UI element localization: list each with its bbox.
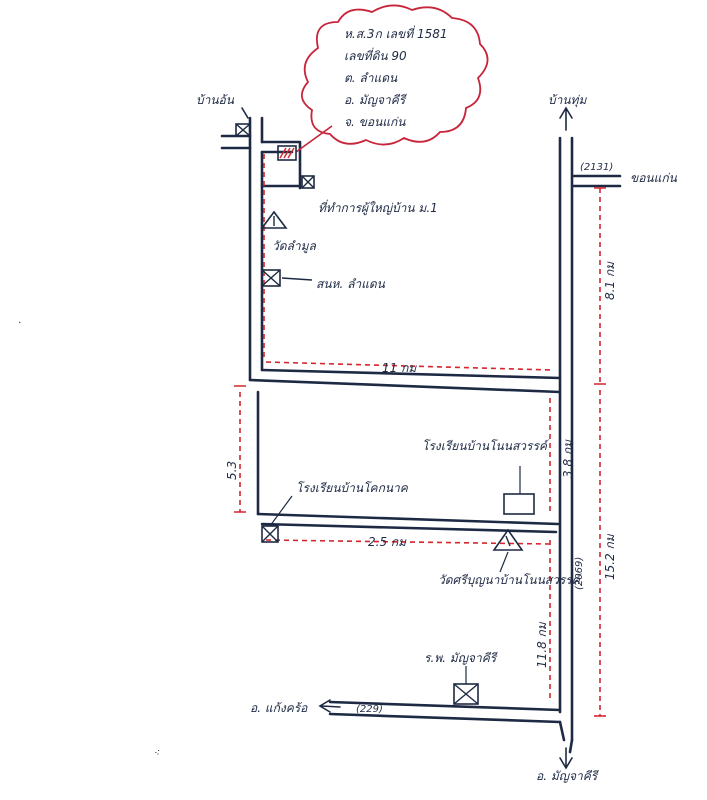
school-top-icon [503,466,535,515]
label-top-left-village: บ้านอ้น [196,93,235,107]
dist-v-bottom: 11.8 กม [535,621,549,668]
temple-mid-icon [492,528,524,573]
arrow-down-icon [559,747,573,770]
label-school-mid: โรงเรียนบ้านโคกนาค [296,481,409,495]
stray-mark-left: · [18,318,21,329]
top-left-box-icon [235,123,251,137]
arrow-small-icon [241,107,249,119]
label-subdistrict-office: ที่ทำการผู้ใหญ่บ้าน ม.1 [318,199,438,216]
parcel-callout: ห.ส.3ก เลขที่ 1581 เลขที่ดิน 90 ต. ลำแดน… [295,4,489,153]
dist-h-mid: 2.5 กม [368,535,407,549]
dist-v-left: 5.3 [225,461,239,480]
arrow-up-icon [559,106,573,131]
health-office-icon [261,269,313,287]
school-mid-icon [261,495,293,543]
label-temple-top: วัดลำมูล [272,239,317,254]
label-top-right-village: บ้านทุ่ม [548,93,587,108]
callout-line-2: เลขที่ดิน 90 [344,47,407,63]
dim-h-mid [265,539,551,545]
dist-v-right-upper: 8.1 กม [603,261,617,300]
office-box-icon [301,175,315,189]
dist-h-top: 11 กม [382,361,417,375]
hospital-icon [453,666,479,705]
label-road-mid: (2069) [574,557,585,590]
label-health-office: สนห. ลำแดน [316,277,386,291]
stray-mark-bottom: ⁖ [154,748,160,759]
callout-line-1: ห.ส.3ก เลขที่ 1581 [344,25,448,41]
arrow-left-icon [318,699,341,713]
direction-arrows [241,106,573,770]
dist-v-right-lower: 15.2 กม [603,533,617,580]
temple-top-icon [260,210,288,229]
dist-v-mid: 3.8 กม [561,439,575,478]
label-school-top: โรงเรียนบ้านโนนสวรรค์ [422,439,550,453]
label-khon-kaen: ขอนแก่น [630,171,678,185]
label-road-bottom: (229) [356,704,383,715]
dim-h-top [265,361,553,371]
label-temple-mid: วัดศรีบุญนาบ้านโนนสวรรค์ [438,573,583,588]
label-manja-khiri: อ. มัญจาคีรี [536,769,599,783]
label-kaeng-khro: อ. แก้งคร้อ [250,701,308,715]
dimension-lines [234,154,606,717]
callout-line-5: จ. ขอนแก่น [344,115,406,129]
label-hospital: ร.พ. มัญจาคีรี [424,651,498,665]
callout-line-3: ต. ลำแดน [344,71,398,85]
callout-line-4: อ. มัญจาคีรี [344,93,407,107]
parcel-marker [277,145,297,161]
label-road-top: (2131) [580,162,613,173]
